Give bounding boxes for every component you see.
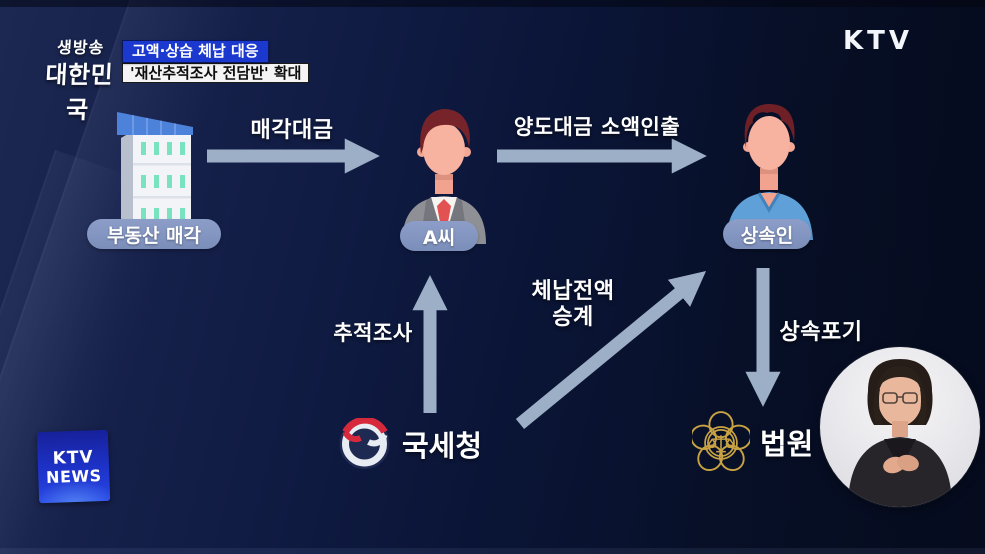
node-label-heir: 상속인 [723, 219, 811, 249]
flow-label-sale-proceeds: 매각대금 [250, 118, 334, 143]
korea-gov-emblem-icon [339, 418, 390, 469]
flow-label-renounce: 상속포기 [779, 320, 863, 345]
building-roof [117, 112, 193, 135]
tie [437, 199, 451, 238]
sign-language-interpreter [820, 347, 980, 507]
hair [744, 104, 795, 148]
flow-label-succession: 체납전액 승계 [508, 279, 638, 331]
flow-label-withdrawal: 양도대금 소액인출 [513, 115, 681, 139]
flow-label-succession-line1: 체납전액 [531, 279, 615, 304]
tax-office-label: 국세청 [402, 429, 483, 463]
hair [420, 109, 470, 154]
building-side [121, 131, 133, 231]
building-icon [117, 112, 193, 231]
channel-logo: KTV [843, 26, 914, 56]
tax-office-node: 국세청 [337, 418, 482, 470]
headline-secondary: '재산추적조사 전담반' 확대 [122, 63, 310, 83]
neck [892, 421, 908, 437]
flow-label-succession-line2: 승계 [552, 305, 594, 330]
court-label: 법원 [760, 427, 814, 461]
ktv-news-badge: KTV NEWS [36, 429, 111, 504]
ktv-news-badge-line2: NEWS [45, 465, 102, 487]
top-edge-strip [0, 0, 985, 7]
headline-stack: 고액·상습 체납 대응 '재산추적조사 전담반' 확대 [122, 40, 310, 83]
collar [757, 192, 781, 213]
face [878, 372, 922, 426]
arrow-succession-diagonal [515, 271, 707, 430]
node-label-building: 부동산 매각 [87, 219, 221, 249]
glasses [882, 392, 918, 404]
flow-label-tracking: 추적조사 [333, 321, 413, 345]
bottom-edge-strip [0, 548, 985, 554]
court-node: 법원 [692, 411, 813, 473]
jacket [848, 437, 952, 507]
scales-of-justice [708, 435, 734, 453]
face [423, 123, 465, 175]
face [748, 116, 790, 170]
interpreter-figure [848, 359, 952, 507]
vneck-skin [759, 193, 779, 210]
node-label-person-a: A씨 [400, 221, 478, 251]
building-windows [141, 142, 185, 221]
headline-primary: 고액·상습 체납 대응 [122, 40, 269, 63]
court-emblem-icon [692, 411, 750, 472]
bangs [877, 366, 923, 389]
